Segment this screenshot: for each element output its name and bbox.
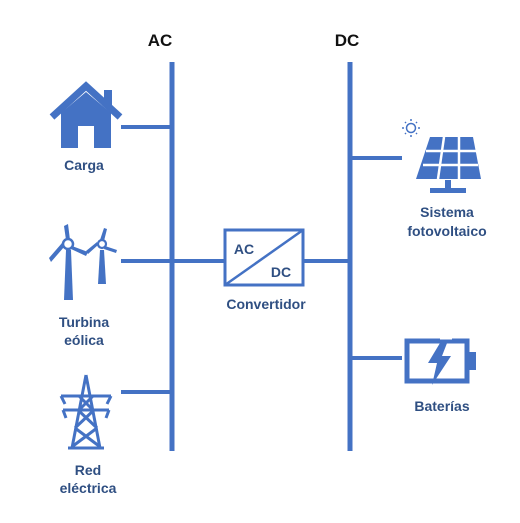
grid-label-line2: eléctrica bbox=[60, 480, 117, 496]
battery-icon bbox=[404, 336, 476, 385]
converter-label: Convertidor bbox=[226, 296, 306, 312]
solar-panel-icon bbox=[402, 119, 481, 193]
dc-bus-label: DC bbox=[335, 31, 360, 50]
house-icon bbox=[49, 81, 123, 148]
wind-label-line2: eólica bbox=[64, 332, 104, 348]
solar-label-line1: Sistema bbox=[420, 204, 474, 220]
load-label: Carga bbox=[64, 157, 104, 173]
ac-bus-label: AC bbox=[148, 31, 173, 50]
solar-label-line2: fotovoltaico bbox=[407, 223, 486, 239]
converter-dc-label: DC bbox=[271, 264, 291, 280]
battery-label: Baterías bbox=[414, 398, 469, 414]
converter-box bbox=[223, 228, 305, 287]
wind-label-line1: Turbina bbox=[59, 314, 110, 330]
sun-icon bbox=[402, 119, 420, 137]
wind-turbine-icon bbox=[49, 224, 117, 300]
converter-ac-label: AC bbox=[234, 241, 254, 257]
transmission-tower-icon bbox=[59, 374, 113, 450]
grid-label-line1: Red bbox=[75, 462, 101, 478]
